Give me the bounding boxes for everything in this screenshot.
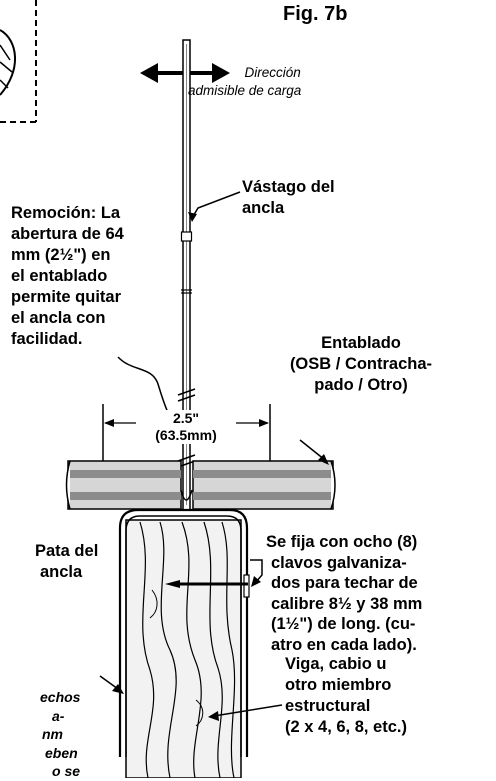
anchor-stem-line-2: ancla	[242, 199, 285, 217]
member-line-3: estructural	[285, 697, 371, 715]
figure-title: Fig. 7b	[283, 3, 348, 25]
sheathing-line-3: pado / Otro)	[314, 376, 408, 394]
removal-line-7: facilidad.	[11, 330, 83, 348]
load-direction-line-2: admisible de carga	[188, 83, 302, 98]
partial-line-5: o se	[52, 763, 81, 779]
sheathing-board	[65, 460, 336, 510]
partial-note-left: echos a- nm eben o se	[0, 688, 80, 781]
removal-line-5: permite quitar	[11, 288, 122, 306]
sheathing-line-1: Entablado	[321, 334, 401, 352]
anchor-leg-label: Pata del ancla	[35, 541, 98, 583]
anchor-leg-line-2: ancla	[40, 563, 83, 581]
load-direction-label: Dirección admisible de carga	[188, 64, 301, 100]
dimension-mm: (63.5mm)	[155, 427, 217, 443]
removal-line-2: abertura de 64	[11, 225, 124, 243]
nail	[165, 580, 248, 588]
anchor-stem-label: Vástago del ancla	[242, 177, 335, 219]
nails-note: Se fija con ocho (8) clavos galvaniza- d…	[266, 532, 422, 655]
member-line-1: Viga, cabio u	[285, 655, 387, 673]
dimension-inches: 2.5"	[172, 410, 200, 426]
partial-line-2: a-	[52, 707, 65, 724]
anchor-bracket	[118, 508, 250, 757]
load-direction-line-1: Dirección	[244, 65, 301, 80]
sheathing-label: Entablado (OSB / Contracha- pado / Otro)	[271, 333, 451, 396]
anchor-stem-line-1: Vástago del	[242, 178, 335, 196]
anchor-leg-line-1: Pata del	[35, 542, 99, 560]
sheathing-line-2: (OSB / Contracha-	[289, 355, 433, 373]
member-line-4: (2 x 4, 6, 8, etc.)	[285, 718, 407, 736]
wood-member	[125, 519, 242, 778]
removal-line-4: el entablado	[11, 267, 108, 285]
nails-line-3: dos para techar de	[271, 574, 418, 592]
dimension-label: 2.5" (63.5mm)	[136, 410, 236, 444]
removal-line-1: Remoción: La	[11, 204, 121, 222]
dimension-line	[102, 404, 271, 465]
partial-line-3: nm	[42, 726, 63, 742]
nails-line-2: clavos galvaniza-	[271, 553, 407, 572]
nails-line-4: calibre 8½ y 38 mm	[271, 594, 423, 613]
member-line-2: otro miembro	[285, 676, 392, 694]
removal-note: Remoción: La abertura de 64 mm (2½") en …	[11, 203, 124, 350]
inset-detail-partial	[0, 0, 37, 123]
member-label: Viga, cabio u otro miembro estructural (…	[285, 654, 407, 738]
nails-line-1: Se fija con ocho (8)	[266, 533, 418, 551]
partial-line-1: echos	[40, 689, 81, 705]
removal-line-3: mm (2½") en	[11, 246, 111, 264]
removal-line-6: el ancla con	[11, 309, 106, 327]
partial-line-4: eben	[45, 744, 78, 761]
nails-line-6: atro en cada lado).	[271, 635, 417, 654]
nails-line-5: (1½") de long. (cu-	[271, 615, 416, 633]
